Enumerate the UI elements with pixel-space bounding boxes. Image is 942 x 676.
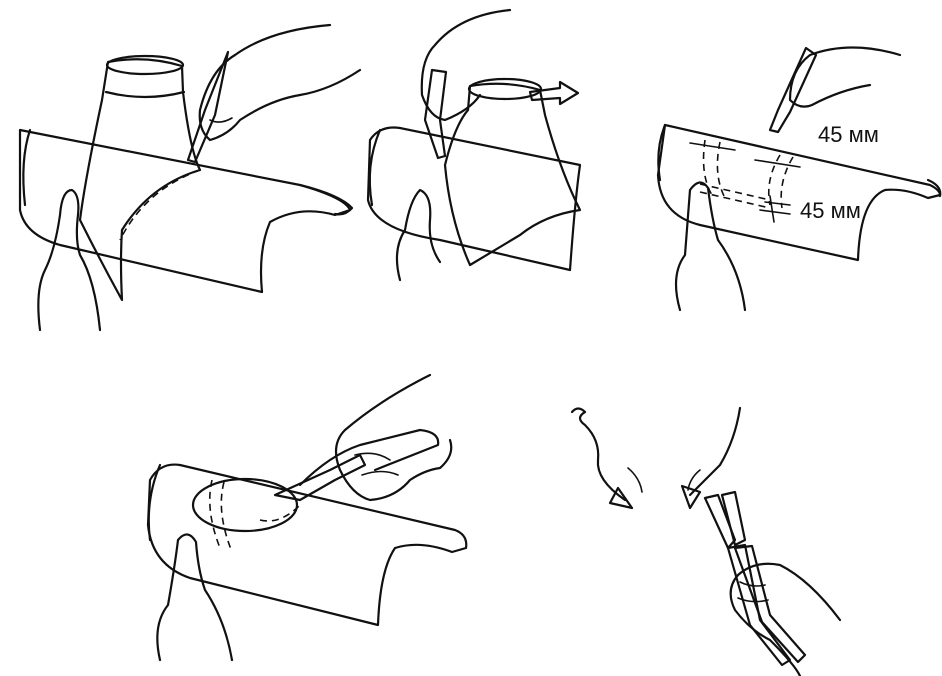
step-3-measure-45mm: 45 мм 45 мм <box>658 48 940 311</box>
hand-holding-pencil-2 <box>422 10 510 120</box>
step-5-bend-edges <box>572 408 840 676</box>
cut-hole <box>193 479 297 531</box>
measure-label-side: 45 мм <box>800 198 861 223</box>
left-hand-3 <box>676 182 745 310</box>
measure-label-top: 45 мм <box>818 122 879 147</box>
bend-arrow-left <box>580 412 625 500</box>
step-4-cut-opening <box>148 375 466 660</box>
tin-snips <box>275 455 365 500</box>
step-2-rotate-outlet <box>368 10 580 280</box>
gutter-body <box>368 128 580 271</box>
step-1-mark-outline <box>20 25 360 330</box>
left-hand-1 <box>38 190 100 330</box>
hand-holding-pencil-1 <box>200 25 360 140</box>
branch-outlet <box>445 84 580 265</box>
bend-arrow-right <box>690 408 740 495</box>
pliers <box>705 495 735 548</box>
left-hand-4 <box>157 534 232 660</box>
gutter-body <box>20 130 350 292</box>
